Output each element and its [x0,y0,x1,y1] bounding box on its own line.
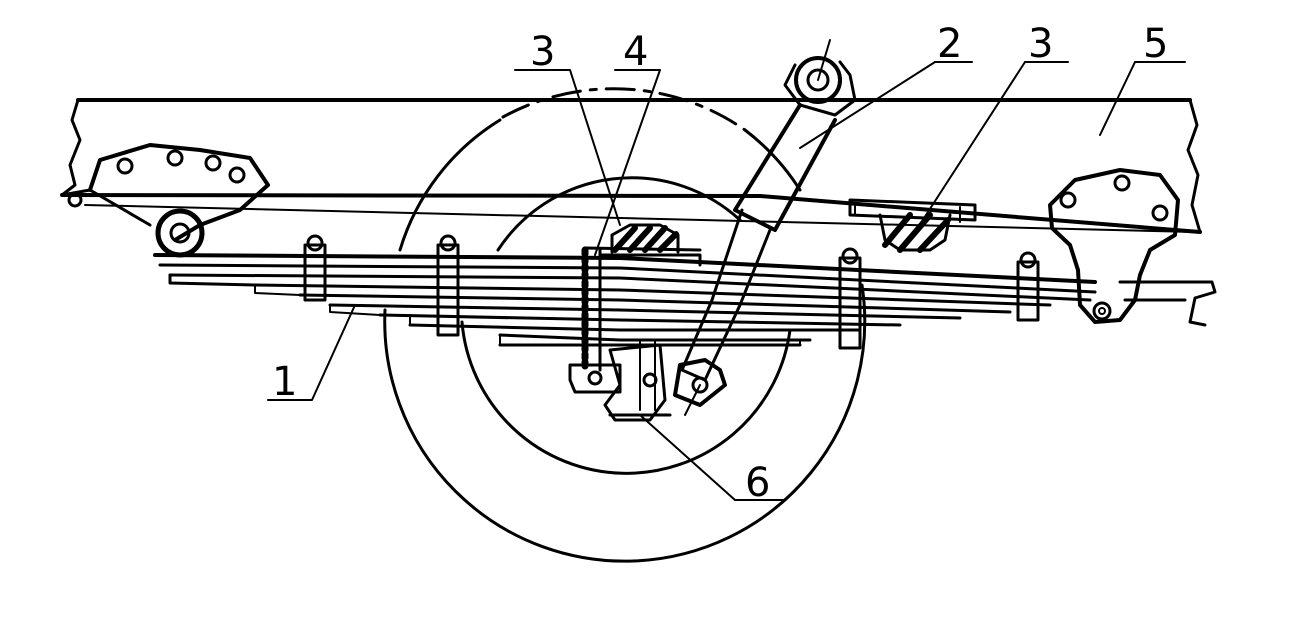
callout-shock-absorber: 2 [937,21,962,67]
leaf-spring [153,253,1097,347]
callout-spring: 1 [272,359,297,405]
callout-buffer-right: 3 [1028,21,1053,67]
rear-shackle-bracket [1048,168,1217,327]
callout-buffer-left: 3 [530,29,555,75]
callout-u-bolt: 4 [623,29,648,75]
u-bolt-assembly [568,246,702,422]
front-spring-hanger [60,143,270,258]
axle-buffer [598,223,702,267]
callout-axle-pad: 6 [745,460,770,506]
shock-absorber [673,39,857,416]
callout-frame: 5 [1143,21,1168,67]
leader-lines [267,61,1186,501]
spring-clips [303,234,1040,350]
frame-rail [60,98,1202,234]
